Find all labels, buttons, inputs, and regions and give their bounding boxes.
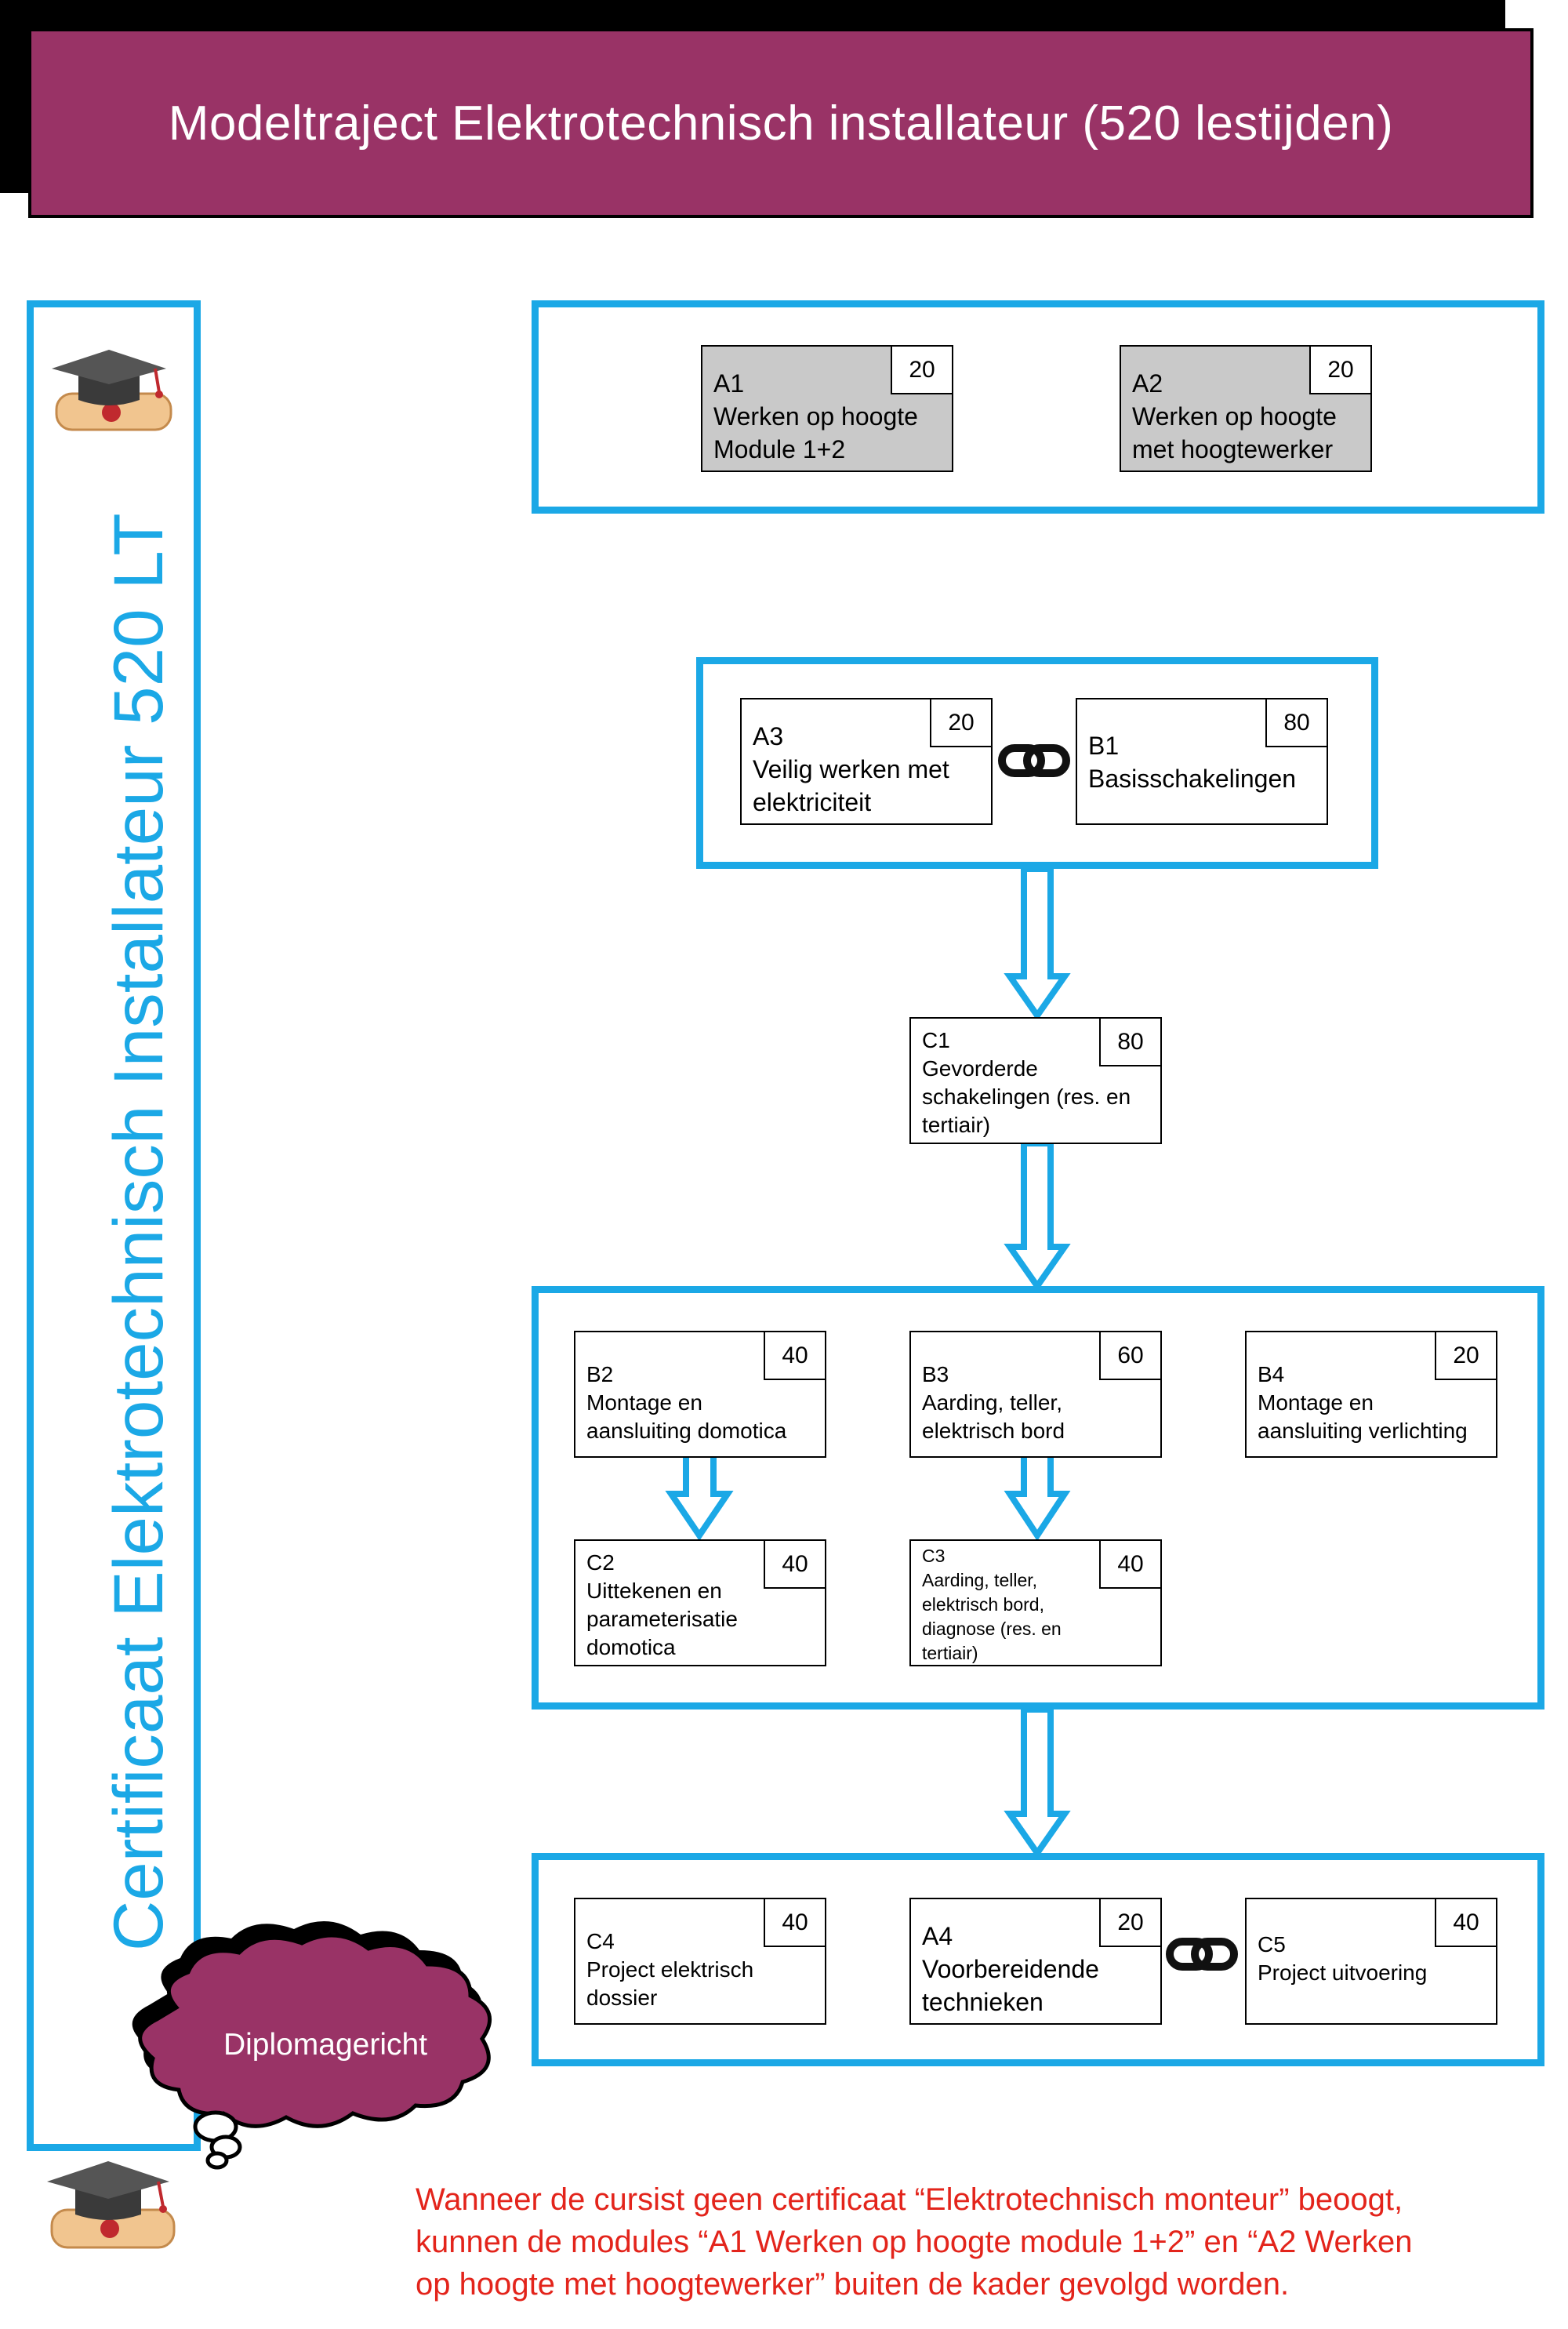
module-hours: 80 — [1099, 1017, 1162, 1066]
module-code: C4 — [586, 1929, 615, 1953]
module-code: A1 — [713, 369, 745, 398]
module-code: C5 — [1258, 1932, 1286, 1957]
module-hours: 20 — [1309, 345, 1372, 394]
down-arrow-icon — [1004, 1706, 1071, 1858]
module-c5: C5 Project uitvoering 40 — [1245, 1898, 1497, 2025]
module-hours: 80 — [1265, 698, 1328, 747]
module-code: C3 — [922, 1546, 946, 1566]
module-title: Montage en aansluiting verlichting — [1258, 1390, 1468, 1443]
module-b3: B3 Aarding, teller, elektrisch bord 60 — [909, 1331, 1162, 1458]
module-title: Project uitvoering — [1258, 1960, 1428, 1985]
module-code: C1 — [922, 1028, 950, 1052]
certificate-frame — [27, 300, 201, 2151]
module-hours: 20 — [1099, 1898, 1162, 1947]
down-arrow-icon — [1004, 1140, 1071, 1292]
module-a4: A4 Voorbereidende technieken 20 — [909, 1898, 1162, 2025]
down-arrow-icon — [1004, 1452, 1071, 1542]
module-code: A2 — [1132, 369, 1163, 398]
module-hours: 40 — [764, 1539, 826, 1589]
group-frame-a1-a2 — [532, 300, 1544, 514]
module-code: A3 — [753, 722, 784, 750]
module-title: Aarding, teller, elektrisch bord — [922, 1390, 1065, 1443]
module-title: Project elektrisch dossier — [586, 1957, 754, 2010]
page-title: Modeltraject Elektrotechnisch installate… — [168, 96, 1394, 151]
module-code: A4 — [922, 1922, 953, 1950]
module-title: Veilig werken met elektriciteit — [753, 755, 949, 816]
module-hours: 20 — [891, 345, 953, 394]
module-title: Gevorderde schakelingen (res. en tertiai… — [922, 1056, 1131, 1137]
module-a1: A1 Werken op hoogte Module 1+2 20 — [701, 345, 953, 472]
graduation-cap-diploma-icon — [52, 350, 172, 431]
down-arrow-icon — [665, 1452, 734, 1542]
module-hours: 40 — [764, 1898, 826, 1947]
footnote: Wanneer de cursist geen certificaat “Ele… — [416, 2182, 1413, 2302]
module-b4: B4 Montage en aansluiting verlichting 20 — [1245, 1331, 1497, 1458]
module-hours: 60 — [1099, 1331, 1162, 1380]
module-title: Aarding, teller, elektrisch bord, diagno… — [922, 1570, 1062, 1663]
module-code: B1 — [1088, 732, 1120, 760]
module-code: B2 — [586, 1362, 614, 1386]
module-a3: A3 Veilig werken met elektriciteit 20 — [740, 698, 993, 825]
chain-link-icon — [998, 744, 1070, 777]
chain-link-icon — [1166, 1938, 1238, 1971]
module-b1: B1 Basisschakelingen 80 — [1076, 698, 1328, 825]
module-c4: C4 Project elektrisch dossier 40 — [574, 1898, 826, 2025]
module-code: B3 — [922, 1362, 949, 1386]
module-b2: B2 Montage en aansluiting domotica 40 — [574, 1331, 826, 1458]
module-hours: 20 — [1435, 1331, 1497, 1380]
module-title: Voorbereidende technieken — [922, 1955, 1099, 2016]
module-code: C2 — [586, 1550, 615, 1575]
title-banner: Modeltraject Elektrotechnisch installate… — [28, 28, 1534, 218]
module-title: Werken op hoogte Module 1+2 — [713, 402, 918, 463]
module-hours: 40 — [764, 1331, 826, 1380]
module-hours: 40 — [1099, 1539, 1162, 1589]
module-c1: C1 Gevorderde schakelingen (res. en tert… — [909, 1017, 1162, 1144]
diplomagericht-label: Diplomagericht — [223, 2028, 428, 2062]
module-title: Basisschakelingen — [1088, 765, 1297, 793]
module-hours: 20 — [930, 698, 993, 747]
module-c3: C3 Aarding, teller, elektrisch bord, dia… — [909, 1539, 1162, 1666]
graduation-cap-diploma-icon — [47, 2161, 176, 2249]
module-title: Werken op hoogte met hoogtewerker — [1132, 402, 1337, 463]
thought-bubble-icon — [132, 1921, 492, 2170]
module-title: Montage en aansluiting domotica — [586, 1390, 787, 1443]
module-a2: A2 Werken op hoogte met hoogtewerker 20 — [1120, 345, 1372, 472]
module-hours: 40 — [1435, 1898, 1497, 1947]
down-arrow-icon — [1004, 866, 1071, 1021]
module-code: B4 — [1258, 1362, 1285, 1386]
module-title: Uittekenen en parameterisatie domotica — [586, 1579, 738, 1659]
module-c2: C2 Uittekenen en parameterisatie domotic… — [574, 1539, 826, 1666]
